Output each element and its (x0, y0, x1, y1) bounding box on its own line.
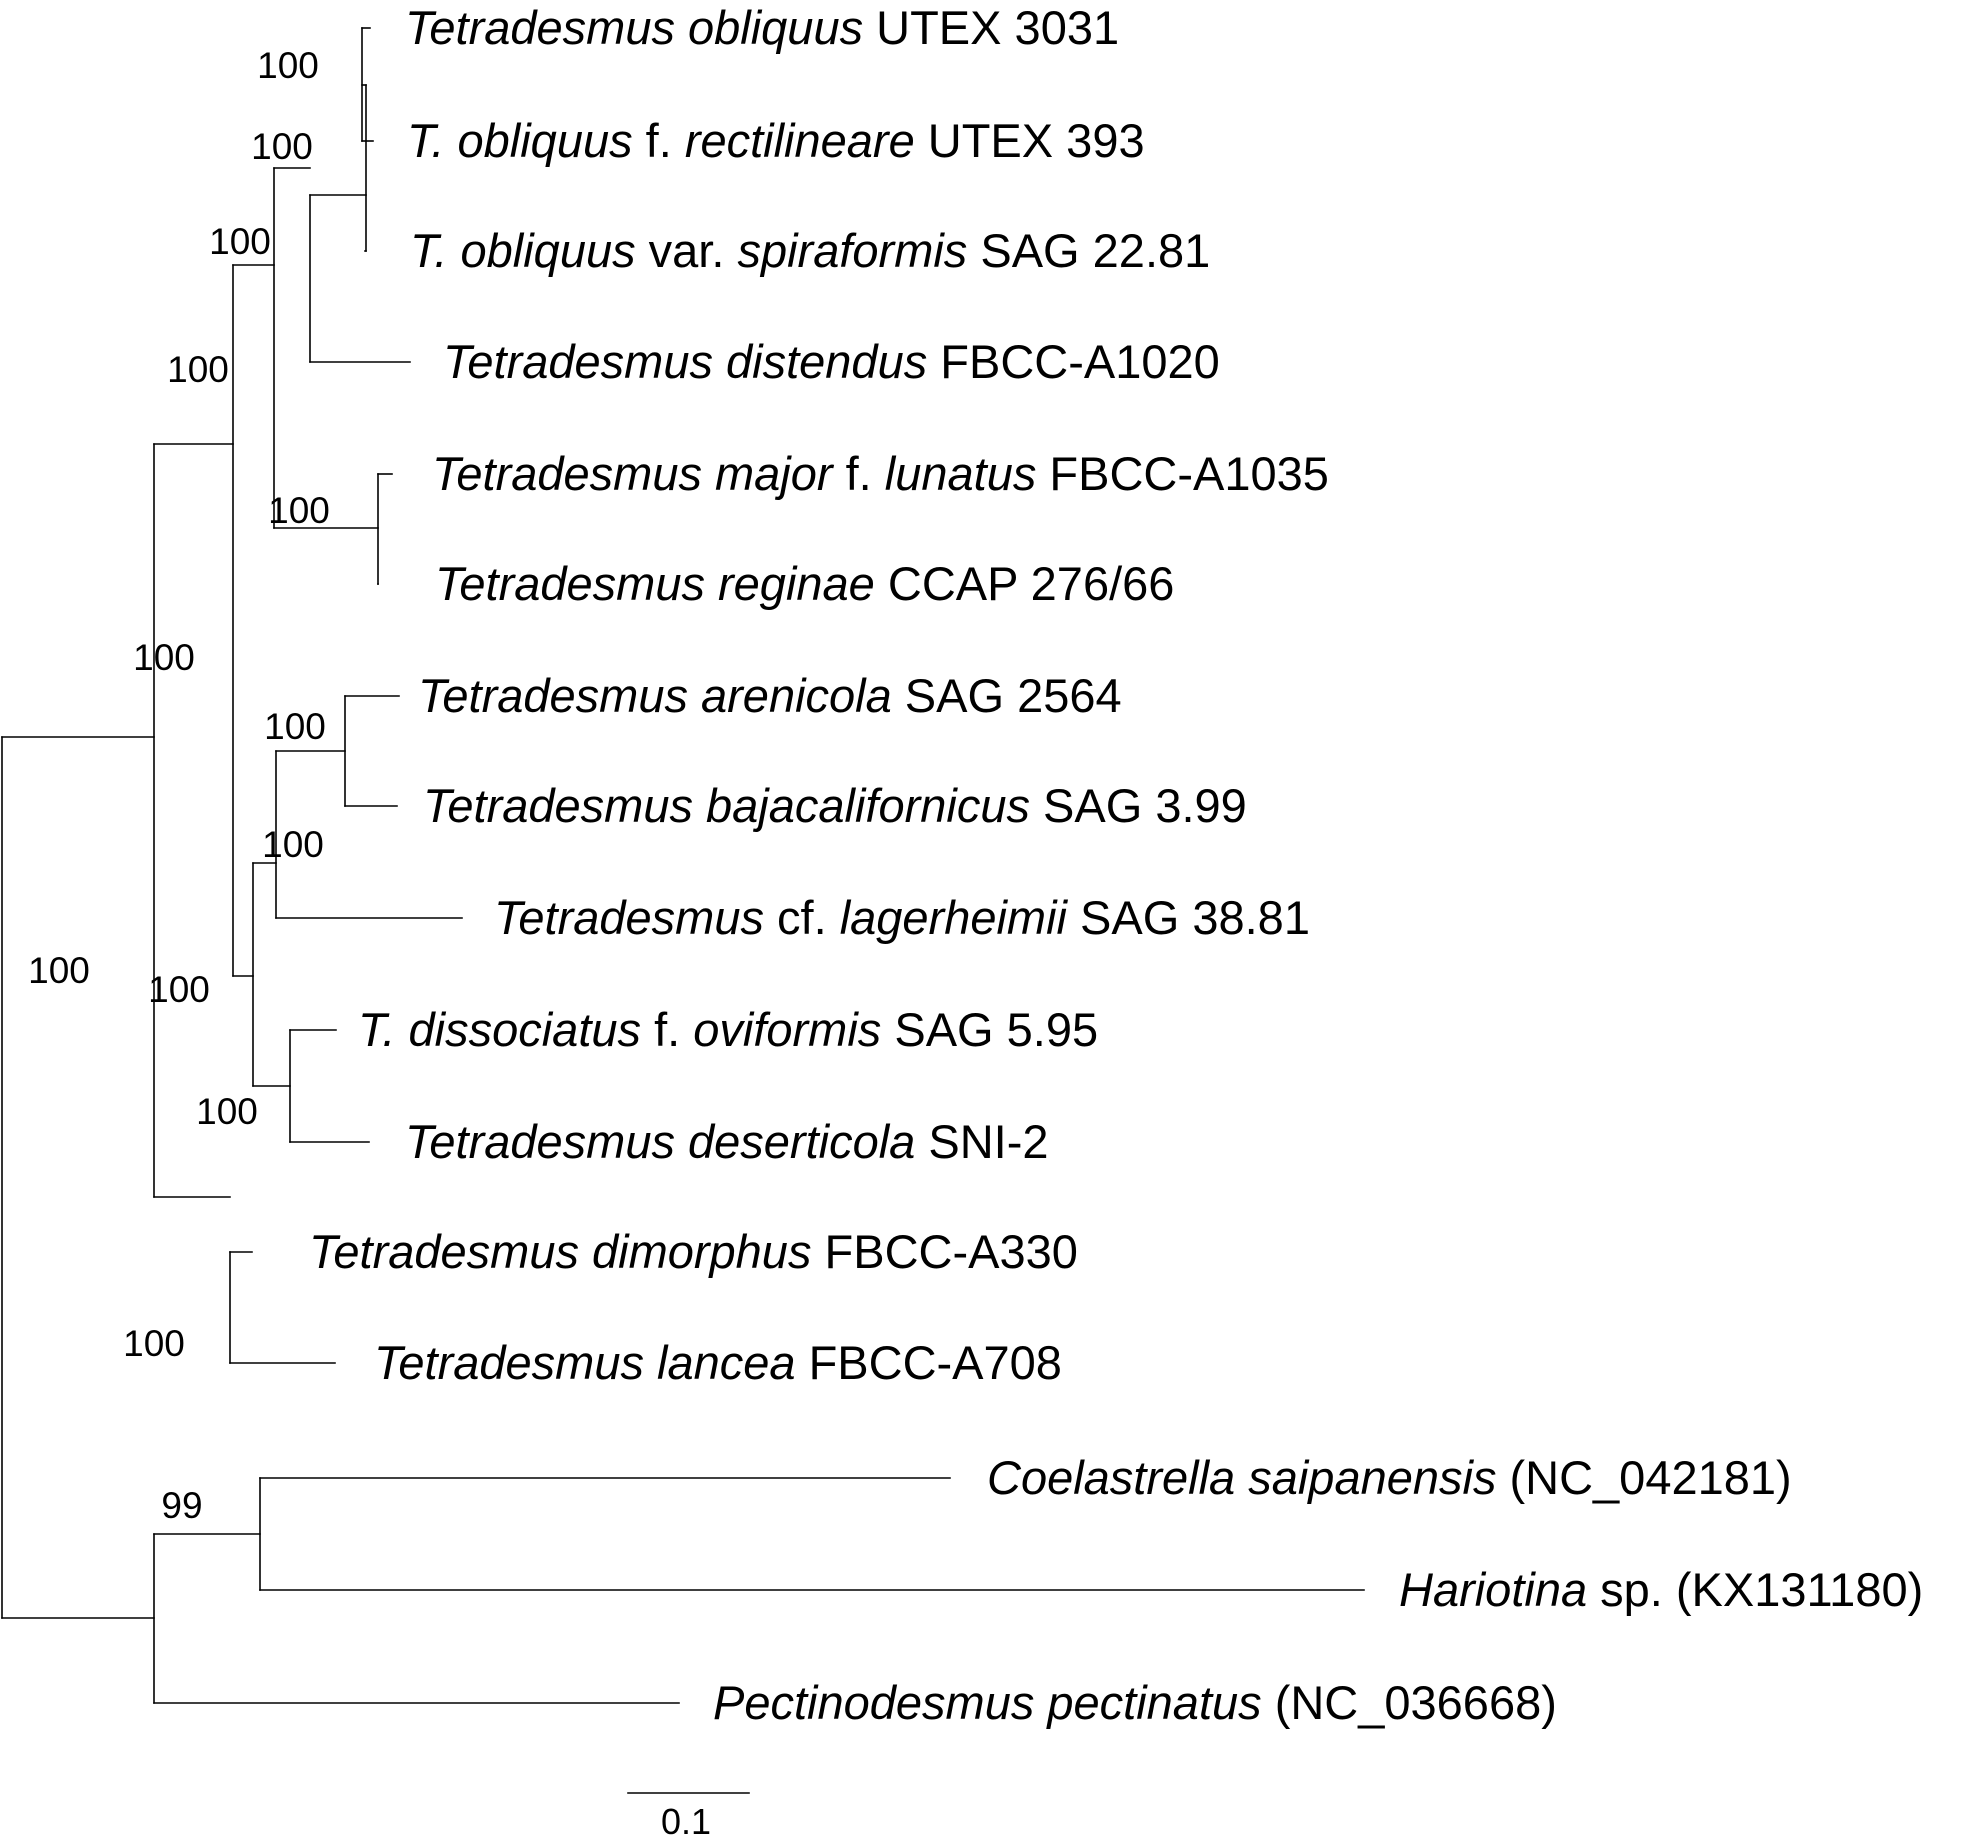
taxon-label: Hariotina sp. (KX131180) (1399, 1563, 1923, 1616)
bootstrap-value: 100 (264, 706, 326, 747)
bootstrap-value: 100 (257, 45, 319, 86)
bootstrap-value: 100 (209, 221, 271, 262)
bootstrap-value: 100 (167, 349, 229, 390)
bootstrap-value: 100 (28, 950, 90, 991)
taxon-label: Tetradesmus obliquus UTEX 3031 (405, 1, 1119, 54)
bootstrap-value: 100 (196, 1091, 258, 1132)
taxon-label: Tetradesmus deserticola SNI-2 (405, 1115, 1049, 1168)
bootstrap-value: 100 (268, 490, 330, 531)
taxon-label: Tetradesmus arenicola SAG 2564 (418, 669, 1122, 722)
taxon-label: T. obliquus var. spiraformis SAG 22.81 (410, 224, 1210, 277)
taxon-label: Coelastrella saipanensis (NC_042181) (987, 1451, 1792, 1504)
bootstrap-value: 100 (133, 637, 195, 678)
bootstrap-value: 100 (123, 1323, 185, 1364)
scale-bar: 0.1 (627, 1792, 750, 1836)
taxon-label: Tetradesmus dimorphus FBCC-A330 (309, 1225, 1078, 1278)
bootstrap-values: 100 100 100 100 100 100 100 100 100 100 100 100 99 (28, 45, 330, 1526)
bootstrap-value: 100 (251, 126, 313, 167)
bootstrap-value: 100 (148, 969, 210, 1010)
taxon-label: Tetradesmus lancea FBCC-A708 (374, 1336, 1062, 1389)
taxon-label: Tetradesmus reginae CCAP 276/66 (435, 557, 1174, 610)
taxon-labels: Tetradesmus obliquus UTEX 3031 T. obliquu… (309, 1, 1923, 1729)
taxon-label: Tetradesmus cf. lagerheimii SAG 38.81 (494, 891, 1310, 944)
taxon-label: Tetradesmus major f. lunatus FBCC-A1035 (432, 447, 1329, 500)
tree-branches (1, 27, 1365, 1704)
bootstrap-value: 99 (161, 1485, 202, 1526)
taxon-label: T. obliquus f. rectilineare UTEX 393 (407, 114, 1145, 167)
taxon-label: T. dissociatus f. oviformis SAG 5.95 (358, 1003, 1098, 1056)
taxon-label: Tetradesmus distendus FBCC-A1020 (443, 335, 1220, 388)
scale-bar-label: 0.1 (661, 1801, 711, 1836)
bootstrap-value: 100 (262, 824, 324, 865)
taxon-label: Pectinodesmus pectinatus (NC_036668) (713, 1676, 1557, 1729)
taxon-label: Tetradesmus bajacalifornicus SAG 3.99 (423, 779, 1247, 832)
